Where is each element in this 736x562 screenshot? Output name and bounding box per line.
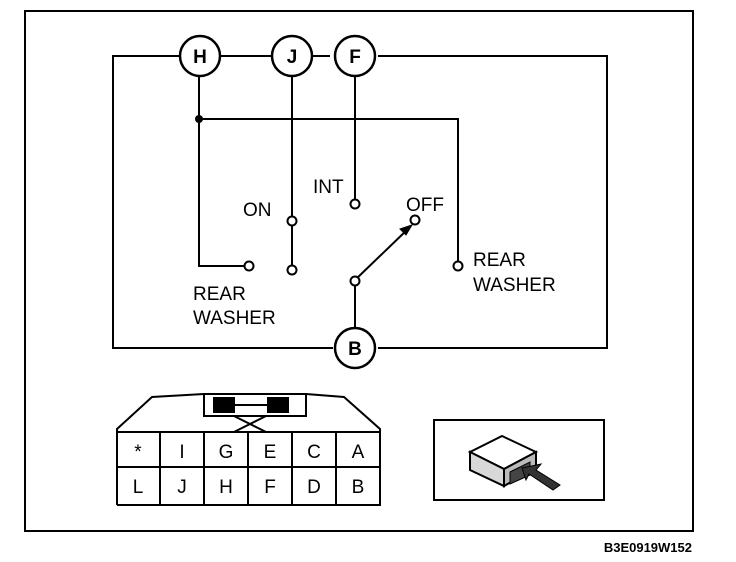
svg-text:B: B xyxy=(348,339,362,360)
svg-text:F: F xyxy=(349,47,361,68)
label-off: OFF xyxy=(406,195,444,216)
pin-label: * xyxy=(134,442,142,463)
contact-on-lower xyxy=(286,264,298,276)
label-int: INT xyxy=(313,177,344,198)
view-indicator xyxy=(433,419,605,501)
pin-label: J xyxy=(177,477,187,498)
contact-off xyxy=(409,214,421,226)
pin-label: G xyxy=(219,442,234,463)
contact-terminals xyxy=(243,198,464,287)
connector-face xyxy=(116,393,381,506)
pin-label: D xyxy=(307,477,321,498)
pin-label: H xyxy=(219,477,233,498)
label-rear-washer-left-line1: REAR xyxy=(193,284,246,305)
contact-on-upper xyxy=(286,215,298,227)
contact-rear-washer-right xyxy=(452,260,464,272)
node-b: B xyxy=(333,326,377,370)
node-h: H xyxy=(178,34,222,78)
pin-label: I xyxy=(179,442,184,463)
connector-pins-top: * I G E C A xyxy=(134,442,364,463)
pin-label: E xyxy=(264,442,277,463)
internal-wiring xyxy=(198,76,459,327)
pin-label: F xyxy=(264,477,276,498)
node-j: J xyxy=(270,34,314,78)
pin-label: B xyxy=(352,477,365,498)
figure-code: B3E0919W152 xyxy=(604,540,692,555)
svg-text:H: H xyxy=(193,47,207,68)
contact-pivot xyxy=(349,275,361,287)
label-on: ON xyxy=(243,200,272,221)
junction-dot xyxy=(195,115,203,123)
contact-int xyxy=(349,198,361,210)
pin-label: C xyxy=(307,442,321,463)
contact-rear-washer-left xyxy=(243,260,255,272)
label-rear-washer-right-line2: WASHER xyxy=(473,275,556,296)
connector-pins-bottom: L J H F D B xyxy=(133,477,365,498)
svg-text:J: J xyxy=(287,47,298,68)
pin-label: A xyxy=(352,442,365,463)
pin-label: L xyxy=(133,477,144,498)
label-rear-washer-left-line2: WASHER xyxy=(193,308,276,329)
label-rear-washer-right-line1: REAR xyxy=(473,250,526,271)
view-arrow-icon xyxy=(521,463,561,491)
node-f: F xyxy=(333,34,377,78)
circuit-loop xyxy=(112,55,608,349)
outer-frame xyxy=(24,10,694,532)
